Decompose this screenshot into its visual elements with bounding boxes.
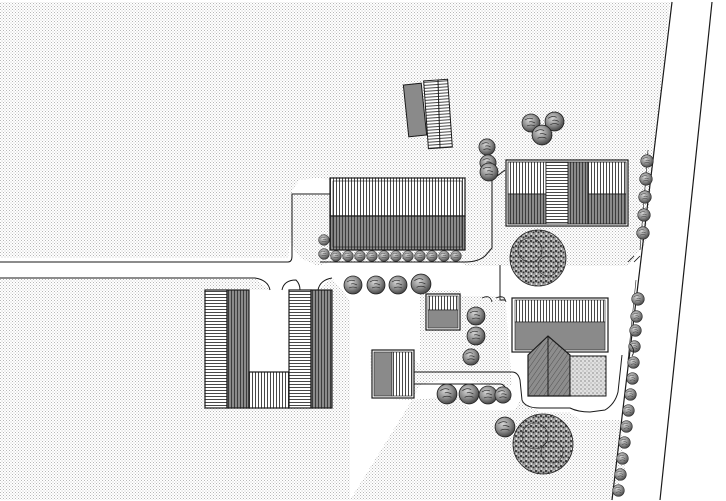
building-shed-center: [425, 293, 461, 331]
building-north-small: [402, 78, 453, 150]
yard-driveway-edge-east: [499, 265, 505, 301]
hedge-tree-icon: [627, 356, 640, 369]
hedge-tree-icon: [426, 250, 438, 262]
hedge-tree-icon: [410, 273, 432, 295]
tree-row-center-vertical: [478, 138, 499, 182]
hedge-tree-icon: [640, 154, 654, 168]
hedge-tree-icon: [630, 310, 643, 323]
hedge-tree-icon: [388, 275, 408, 295]
large-tree-icon: [509, 229, 567, 287]
hedge-tree-icon: [390, 250, 402, 262]
hedge-tree-icon: [620, 420, 633, 433]
large-tree-south: [494, 413, 574, 475]
main-road-edge-north: [0, 193, 330, 263]
hedge-tree-icon: [354, 250, 366, 262]
hedge-tree-icon: [343, 275, 363, 295]
main-road-edge-south: [0, 277, 271, 291]
hedge-tree-icon: [318, 248, 330, 260]
hedge-tree-icon: [614, 468, 627, 481]
hedge-tree-icon: [531, 124, 553, 146]
building-farmhouse: [511, 297, 609, 397]
east-road-edge-east: [659, 1, 713, 501]
building-barn-center: [329, 177, 466, 251]
hedge-tree-icon: [494, 416, 516, 438]
hedge-tree-icon: [637, 208, 651, 222]
hedge-tree-icon: [616, 452, 629, 465]
hedge-tree-icon: [466, 326, 486, 346]
hedge-tree-icon: [318, 234, 330, 246]
hedge-tree-icon: [438, 250, 450, 262]
hedge-tree-icon: [636, 226, 650, 240]
junction-curb: [281, 279, 301, 291]
hedge-tree-icon: [631, 292, 645, 306]
hedge-tree-icon: [629, 324, 642, 337]
junction-curb-east: [317, 277, 333, 291]
field-north: [0, 2, 670, 266]
hedge-tree-icon: [458, 383, 480, 405]
hedge-tree-icon: [622, 404, 635, 417]
hedge-tree-icon: [478, 385, 498, 405]
tree-row-south-of-yard: [343, 273, 432, 295]
hedge-tree-icon: [478, 138, 496, 156]
building-barn-northeast: [505, 159, 629, 227]
hedge-tree-icon: [330, 250, 342, 262]
large-tree-icon: [512, 413, 574, 475]
hedge-tree-icon: [624, 388, 637, 401]
hedge-tree-icon: [612, 484, 625, 497]
hedge-tree-icon: [414, 250, 426, 262]
hedge-tree-icon: [626, 372, 639, 385]
hedge-tree-icon: [366, 275, 386, 295]
yard-driveway-edge: [320, 169, 506, 263]
hedge-tree-icon: [402, 250, 414, 262]
hedge-tree-icon: [494, 386, 512, 404]
east-road-edge-west: [611, 1, 673, 501]
building-u-shape: [204, 289, 333, 409]
hedge-tree-icon: [618, 436, 631, 449]
hedge-tree-icon: [366, 250, 378, 262]
gate-icon: [481, 255, 641, 357]
hedge-tree-icon: [342, 250, 354, 262]
large-tree-center: [509, 229, 567, 287]
building-shed-south: [371, 349, 415, 399]
hedge-tree-icon: [639, 172, 653, 186]
hedge-tree-icon: [638, 190, 652, 204]
hedge-tree-icon: [462, 348, 480, 366]
south-driveway-edge: [412, 354, 623, 413]
hedge-tree-icon: [628, 340, 641, 353]
hedge-tree-icon: [450, 250, 462, 262]
hedge-tree-icon: [436, 383, 458, 405]
hedge-tree-icon: [378, 250, 390, 262]
hedge-tree-icon: [479, 162, 499, 182]
hedge-tree-icon: [466, 306, 486, 326]
